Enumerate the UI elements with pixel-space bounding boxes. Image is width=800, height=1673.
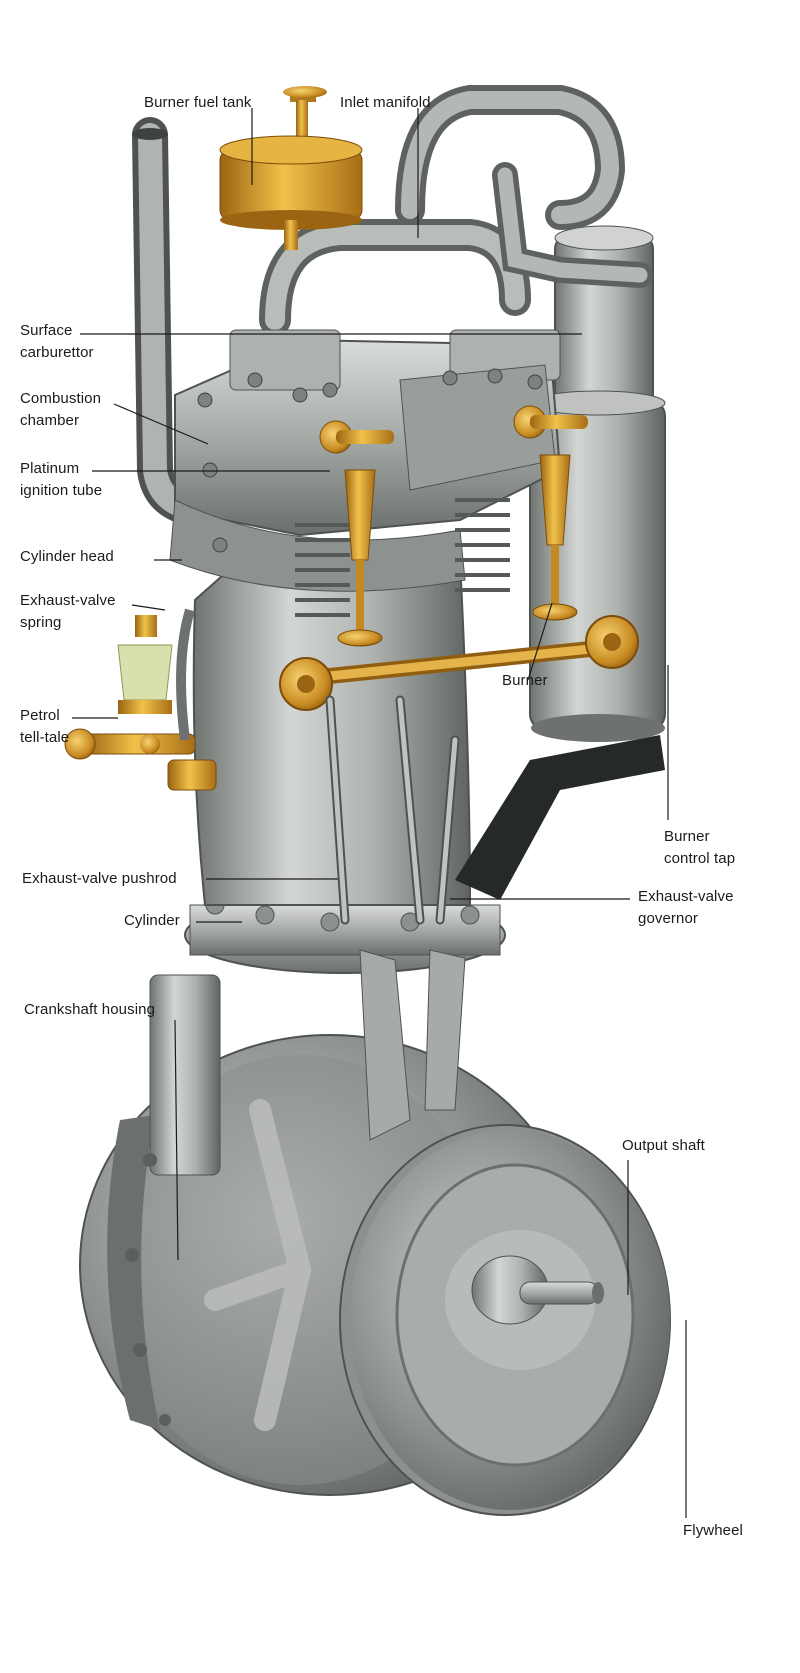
label-text: Flywheel [683,1522,743,1539]
label-cylinder: Cylinder [124,910,180,932]
leader-exhaust-valve-spring [131,604,166,611]
label-burner-fuel-tank: Burner fuel tank [144,92,252,114]
label-line-2: tell-tale [20,729,70,746]
label-flywheel: Flywheel [683,1520,743,1542]
label-line-1: Petrol [20,707,60,724]
label-line-2: chamber [20,412,80,429]
label-platinum-ignition-tube: Platinum ignition tube [20,458,102,502]
leader-combustion-chamber [113,403,209,445]
leader-crankshaft-housing [174,1019,179,1261]
label-text: Burner [502,672,548,689]
label-burner: Burner [502,670,548,692]
leader-burner [527,602,553,681]
label-text: Output shaft [622,1137,705,1154]
burner-control-shape [279,615,639,711]
label-burner-control-tap: Burner control tap [664,826,735,870]
label-inlet-manifold: Inlet manifold [340,92,431,114]
label-line-1: Burner [664,828,710,845]
inlet-manifold-shape [259,85,653,336]
ignition-tubes-shape [319,405,588,647]
label-crankshaft-housing: Crankshaft housing [24,999,155,1021]
label-text: Cylinder [124,912,180,929]
label-line-1: Platinum [20,460,80,477]
label-line-1: Combustion [20,390,102,407]
label-petrol-tell-tale: Petrol tell-tale [20,705,69,749]
label-output-shaft: Output shaft [622,1135,705,1157]
petrol-tell-tale-shape [64,608,217,791]
label-text: Exhaust-valve pushrod [22,870,177,887]
carburettor-bracket-shape [455,735,665,900]
label-line-2: control tap [664,850,736,867]
pushrods-shape [325,695,466,1141]
label-line-1: Surface [20,322,73,339]
label-exhaust-valve-governor: Exhaust-valve governor [638,886,734,930]
label-exhaust-valve-spring: Exhaust-valve spring [20,590,116,634]
label-line-2: spring [20,614,62,631]
cylinder-head-shape [169,329,562,592]
label-line-1: Exhaust-valve [20,592,116,609]
label-line-2: governor [638,910,699,927]
label-surface-carburettor: Surface carburettor [20,320,94,364]
cylinder-flange-shape [184,895,506,974]
label-line-2: carburettor [20,344,94,361]
valve-springs-shape [295,498,510,617]
label-line-2: ignition tube [20,482,103,499]
label-text: Burner fuel tank [144,94,252,111]
label-combustion-chamber: Combustion chamber [20,388,101,432]
label-exhaust-valve-pushrod: Exhaust-valve pushrod [22,868,177,890]
label-text: Cylinder head [20,548,114,565]
label-cylinder-head: Cylinder head [20,546,114,568]
flywheel-shape [339,1124,671,1516]
label-line-1: Exhaust-valve [638,888,734,905]
burner-fuel-tank-shape [219,86,363,250]
label-text: Inlet manifold [340,94,431,111]
label-text: Crankshaft housing [24,1001,156,1018]
